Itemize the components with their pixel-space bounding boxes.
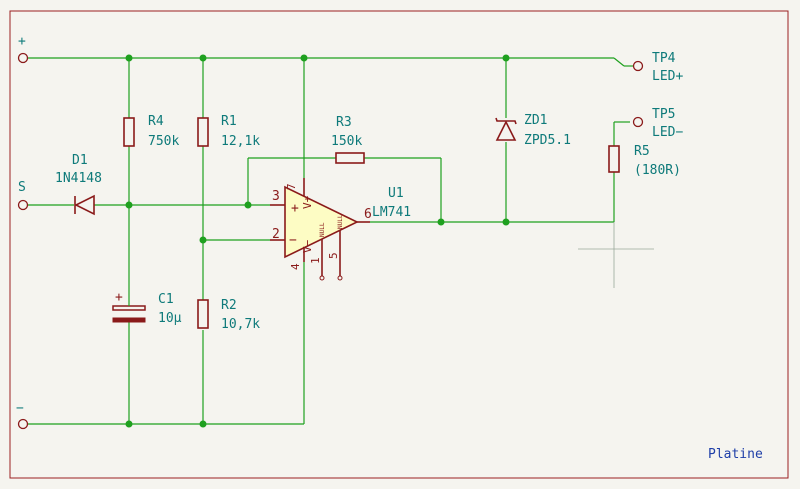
c1-ref: C1 [158,292,174,307]
diode-d1[interactable]: D1 1N4148 [55,153,102,216]
r2-value: 10,7k [221,317,260,332]
d1-value: 1N4148 [55,171,102,186]
plus-label: + [18,34,26,49]
c1-value: 10µ [158,311,182,326]
u1-pin4: 4 [289,263,302,270]
testpoint-tp4[interactable]: TP4 LED+ [624,51,683,84]
resistor-r3[interactable]: R3 150k [331,115,365,164]
tp5-net: LED− [652,125,683,140]
c1-polarity: + [115,290,123,305]
u1-null2: NULL [337,214,344,229]
r1-value: 12,1k [221,134,260,149]
u1-value: LM741 [372,205,411,220]
u1-pin5: 5 [327,252,340,259]
u1-null1: NULL [319,222,326,237]
resistor-r5[interactable]: R5 (180R) [608,144,681,178]
connector-signal[interactable]: S [17,180,29,211]
u1-pin2: 2 [272,227,280,242]
u1-inv-sign: − [289,233,297,248]
r1-ref: R1 [221,114,237,129]
connector-minus[interactable]: − [16,401,29,430]
opamp-u1[interactable]: 3 2 + − 6 7 V+ V− 4 1 5 NULL NULL U1 LM7… [270,178,411,281]
capacitor-c1[interactable]: + C1 10µ [112,290,182,326]
u1-vplus: V+ [301,195,314,209]
zener-zd1[interactable]: ZD1 ZPD5.1 [495,113,571,148]
crosshair-cursor [578,222,654,288]
u1-noninv-sign: + [291,201,299,216]
tp4-net: LED+ [652,69,683,84]
zd1-value: ZPD5.1 [524,133,571,148]
r2-ref: R2 [221,298,237,313]
r4-value: 750k [148,134,179,149]
r3-value: 150k [331,134,362,149]
r5-value: (180R) [634,163,681,178]
tp5-ref: TP5 [652,107,675,122]
r5-ref: R5 [634,144,650,159]
sheet-frame [9,10,789,479]
resistor-r4[interactable]: R4 750k [123,114,179,149]
minus-label: − [16,401,24,416]
signal-label: S [18,180,26,195]
d1-ref: D1 [72,153,88,168]
wires [27,57,630,425]
u1-ref: U1 [388,186,404,201]
testpoint-tp5[interactable]: TP5 LED− [632,107,684,140]
sheet-title: Platine [708,447,763,462]
resistor-r2[interactable]: R2 10,7k [197,298,260,332]
tp4-ref: TP4 [652,51,676,66]
u1-pin6: 6 [364,207,372,222]
r4-ref: R4 [148,114,164,129]
zd1-ref: ZD1 [524,113,547,128]
r3-ref: R3 [336,115,352,130]
u1-pin7: 7 [285,183,298,190]
connector-plus[interactable]: + [17,34,29,64]
u1-pin1: 1 [309,257,322,264]
junctions [125,54,510,428]
u1-pin3: 3 [272,189,280,204]
u1-vminus: V− [301,239,314,253]
resistor-r1[interactable]: R1 12,1k [197,114,260,149]
